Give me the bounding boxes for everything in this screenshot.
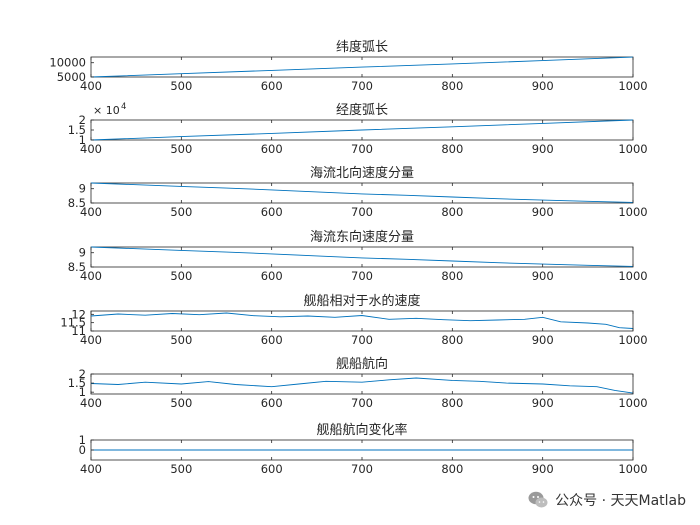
x-tick-label: 400 bbox=[80, 333, 102, 347]
x-tick-label: 800 bbox=[441, 462, 463, 476]
y-tick-label: 1.5 bbox=[68, 123, 86, 137]
x-tick-label: 900 bbox=[532, 142, 554, 156]
x-tick-label: 1000 bbox=[618, 333, 647, 347]
y-tick-label: 10000 bbox=[49, 56, 86, 70]
x-tick-label: 800 bbox=[441, 396, 463, 410]
x-tick-label: 900 bbox=[532, 462, 554, 476]
subplot-7: 400 500 600 700 800 900 1000 01 舰船航向变化率 bbox=[79, 422, 648, 476]
x-tick-label: 700 bbox=[351, 269, 373, 283]
series-line bbox=[90, 119, 634, 141]
y-tick-label: 1 bbox=[79, 385, 86, 399]
x-tick-label: 500 bbox=[170, 396, 192, 410]
x-tick-label: 800 bbox=[441, 205, 463, 219]
subplot-title: 纬度弧长 bbox=[336, 39, 388, 55]
x-tick-label: 700 bbox=[351, 462, 373, 476]
x-tick-label: 700 bbox=[351, 79, 373, 93]
x-tick-label: 500 bbox=[170, 462, 192, 476]
series-line bbox=[90, 312, 634, 329]
x-tick-label: 800 bbox=[441, 269, 463, 283]
x-tick-label: 800 bbox=[441, 79, 463, 93]
x-tick-label: 600 bbox=[261, 269, 283, 283]
subplot-title: 舰船航向变化率 bbox=[316, 422, 407, 438]
y-tick-label: 8.5 bbox=[68, 196, 86, 210]
exponent-label: × 10 bbox=[93, 104, 120, 117]
series-line bbox=[90, 56, 634, 78]
x-tick-label: 1000 bbox=[618, 142, 647, 156]
series-line bbox=[90, 377, 634, 394]
subplot-4: 400 500 600 700 800 900 1000 8.59 海流东向速度分量 bbox=[68, 229, 648, 283]
y-tick-label: 9 bbox=[79, 182, 86, 196]
y-tick-label: 9 bbox=[79, 246, 86, 260]
x-tick-label: 800 bbox=[441, 142, 463, 156]
x-tick-label: 900 bbox=[532, 79, 554, 93]
x-tick-label: 500 bbox=[170, 79, 192, 93]
x-tick-label: 700 bbox=[351, 396, 373, 410]
x-tick-label: 600 bbox=[261, 79, 283, 93]
x-tick-label: 1000 bbox=[618, 462, 647, 476]
x-tick-label: 600 bbox=[261, 462, 283, 476]
x-tick-label: 700 bbox=[351, 142, 373, 156]
y-tick-label: 11 bbox=[71, 324, 86, 338]
subplot-title: 舰船相对于水的速度 bbox=[303, 293, 420, 309]
x-tick-label: 400 bbox=[80, 142, 102, 156]
x-tick-label: 700 bbox=[351, 333, 373, 347]
x-tick-label: 1000 bbox=[618, 79, 647, 93]
y-tick-label: 8.5 bbox=[68, 260, 86, 274]
x-tick-label: 600 bbox=[261, 333, 283, 347]
x-tick-label: 1000 bbox=[618, 396, 647, 410]
x-tick-label: 400 bbox=[80, 269, 102, 283]
x-tick-label: 900 bbox=[532, 205, 554, 219]
subplot-title: 海流北向速度分量 bbox=[310, 165, 414, 181]
x-tick-label: 600 bbox=[261, 205, 283, 219]
x-tick-label: 400 bbox=[80, 462, 102, 476]
x-tick-label: 600 bbox=[261, 396, 283, 410]
x-tick-label: 500 bbox=[170, 269, 192, 283]
exponent-power: 4 bbox=[121, 102, 126, 112]
x-tick-label: 500 bbox=[170, 205, 192, 219]
y-tick-label: 0 bbox=[79, 443, 86, 457]
x-tick-label: 1000 bbox=[618, 269, 647, 283]
x-tick-label: 900 bbox=[532, 269, 554, 283]
x-tick-label: 400 bbox=[80, 396, 102, 410]
x-tick-label: 400 bbox=[80, 79, 102, 93]
y-tick-label: 2 bbox=[79, 367, 86, 381]
y-tick-label: 12 bbox=[71, 307, 86, 321]
y-tick-label: 2 bbox=[79, 113, 86, 127]
subplot-title: 经度弧长 bbox=[336, 102, 388, 118]
wechat-icon bbox=[528, 491, 548, 508]
y-tick-label: 1 bbox=[79, 433, 86, 447]
subplot-6: 400 500 600 700 800 900 1000 11.52 舰船航向 bbox=[68, 356, 648, 410]
watermark: 公众号 · 天天Matlab bbox=[527, 489, 686, 511]
x-tick-label: 400 bbox=[80, 205, 102, 219]
x-tick-label: 800 bbox=[441, 333, 463, 347]
y-tick-label: 1.5 bbox=[68, 376, 86, 390]
subplot-3: 400 500 600 700 800 900 1000 8.59 海流北向速度分量 bbox=[68, 165, 648, 219]
y-tick-label: 1 bbox=[79, 133, 86, 147]
subplot-title: 海流东向速度分量 bbox=[310, 229, 414, 245]
x-tick-label: 500 bbox=[170, 333, 192, 347]
x-tick-label: 900 bbox=[532, 396, 554, 410]
x-tick-label: 600 bbox=[261, 142, 283, 156]
x-tick-label: 500 bbox=[170, 142, 192, 156]
x-tick-label: 900 bbox=[532, 333, 554, 347]
x-tick-label: 1000 bbox=[618, 205, 647, 219]
y-tick-label: 11.5 bbox=[60, 316, 86, 330]
watermark-text: 公众号 · 天天Matlab bbox=[555, 493, 686, 509]
y-tick-label: 5000 bbox=[57, 70, 86, 84]
x-tick-label: 700 bbox=[351, 205, 373, 219]
subplot-title: 舰船航向 bbox=[336, 356, 388, 372]
